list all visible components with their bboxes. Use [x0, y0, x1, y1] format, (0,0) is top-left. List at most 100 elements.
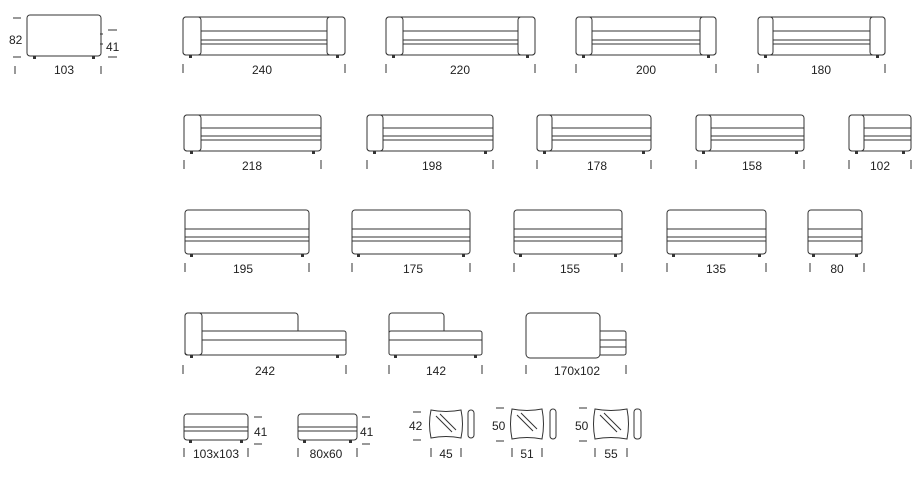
module-width-label: 102: [870, 159, 890, 173]
foot: [373, 151, 376, 154]
row-sofa-no-arm: 195 175 155: [184, 209, 865, 276]
side-module: 82 41 103: [9, 14, 120, 77]
row-sofa-one-arm: 218 198 178: [183, 114, 912, 173]
foot: [357, 254, 360, 257]
sofa-seat-cushion: [184, 228, 310, 238]
sofa-seat-cushion: [772, 30, 871, 41]
sofa-arm-right: [326, 16, 346, 56]
sofa-arm-left: [695, 114, 712, 152]
sofa-no-arm-195: 195: [184, 209, 310, 276]
foot: [672, 254, 675, 257]
sofa-seat-cushion: [666, 228, 767, 238]
cushion-crease: [435, 413, 457, 433]
sofa-seat-cushion: [513, 228, 623, 238]
module-width-label: 155: [560, 262, 580, 276]
foot: [812, 254, 815, 257]
foot: [582, 55, 585, 58]
foot: [92, 56, 95, 59]
sofa-240: 240: [182, 16, 346, 77]
sofa-no-arm-155: 155: [513, 209, 623, 276]
row-poufs: 41 103x103 41 80x60: [183, 413, 374, 461]
sofa-one-arm-178: 178: [536, 114, 652, 173]
foot: [484, 151, 487, 154]
side-module-body: [26, 14, 102, 57]
foot: [190, 355, 193, 358]
sofa-180: 180: [757, 16, 886, 77]
sofa-seat-cushion: [402, 30, 519, 41]
sofa-seat-cushion: [863, 127, 912, 137]
row-sofa: 240 220 200: [182, 16, 886, 77]
sofa-220: 220: [385, 16, 536, 77]
sofa-seat-cushion: [710, 127, 805, 137]
module-width-label: 135: [706, 262, 726, 276]
cushion-height-label: 42: [409, 419, 423, 433]
foot: [474, 355, 477, 358]
module-width-label: 200: [636, 63, 656, 77]
foot: [240, 440, 243, 443]
foot: [190, 254, 193, 257]
module-width-label: 198: [422, 159, 442, 173]
foot: [392, 55, 395, 58]
cushion-width-label: 55: [604, 447, 618, 461]
sofa-seat-cushion: [200, 30, 328, 41]
cushion-side: [633, 408, 642, 440]
foot: [312, 151, 315, 154]
cushion-55: 50 55: [575, 407, 642, 461]
foot: [855, 254, 858, 257]
sofa-seat-cushion: [382, 127, 494, 137]
sofa-arm-right: [699, 16, 717, 56]
foot: [526, 55, 529, 58]
cushion-crease: [516, 412, 538, 432]
sofa-one-arm-198: 198: [366, 114, 494, 173]
cushion-width-label: 51: [520, 447, 534, 461]
side-module-height-label: 82: [9, 33, 23, 47]
module-width-label: 170x102: [554, 364, 600, 378]
sofa-no-arm-175: 175: [351, 209, 471, 276]
sofa-arm-left: [183, 114, 202, 152]
chaise-arm: [184, 312, 203, 356]
pouf-width-label: 80x60: [310, 447, 343, 461]
cushion-side: [467, 409, 475, 439]
chaise-base: [388, 330, 483, 356]
foot: [303, 440, 306, 443]
sofa-seat-cushion: [200, 127, 322, 137]
foot: [902, 151, 905, 154]
foot: [707, 55, 710, 58]
side-module-depth-label: 41: [106, 40, 120, 54]
sofa-200: 200: [575, 16, 717, 77]
foot: [349, 440, 352, 443]
module-width-label: 220: [450, 63, 470, 77]
sofa-arm-right: [869, 16, 886, 56]
module-width-label: 218: [242, 159, 262, 173]
foot: [189, 440, 192, 443]
module-width-label: 142: [426, 364, 446, 378]
module-width-label: 240: [252, 63, 272, 77]
foot: [543, 151, 546, 154]
sofa-arm-left: [182, 16, 202, 56]
sofa-arm-left: [536, 114, 553, 152]
foot: [462, 254, 465, 257]
chaise-170x102: 170x102: [525, 312, 627, 378]
chaise-cushion-block: [525, 312, 601, 359]
foot: [642, 151, 645, 154]
foot: [336, 55, 339, 58]
chaise-242: 242: [182, 312, 347, 378]
row-cushions: 42 45 50 51 50 55: [409, 407, 642, 461]
module-width-label: 80: [830, 262, 844, 276]
foot: [189, 55, 192, 58]
sofa-no-arm-80: 80: [807, 209, 865, 276]
cushion-51: 50 51: [492, 407, 557, 461]
pouf-80x60: 41 80x60: [297, 413, 374, 461]
sofa-seat-cushion: [807, 228, 863, 238]
cushion-front: [510, 408, 544, 440]
foot: [795, 151, 798, 154]
foot: [519, 254, 522, 257]
sofa-arm-right: [517, 16, 536, 56]
foot: [876, 55, 879, 58]
foot: [33, 56, 36, 59]
cushion-front: [593, 408, 629, 440]
sofa-arm-left: [757, 16, 774, 56]
foot: [758, 254, 761, 257]
